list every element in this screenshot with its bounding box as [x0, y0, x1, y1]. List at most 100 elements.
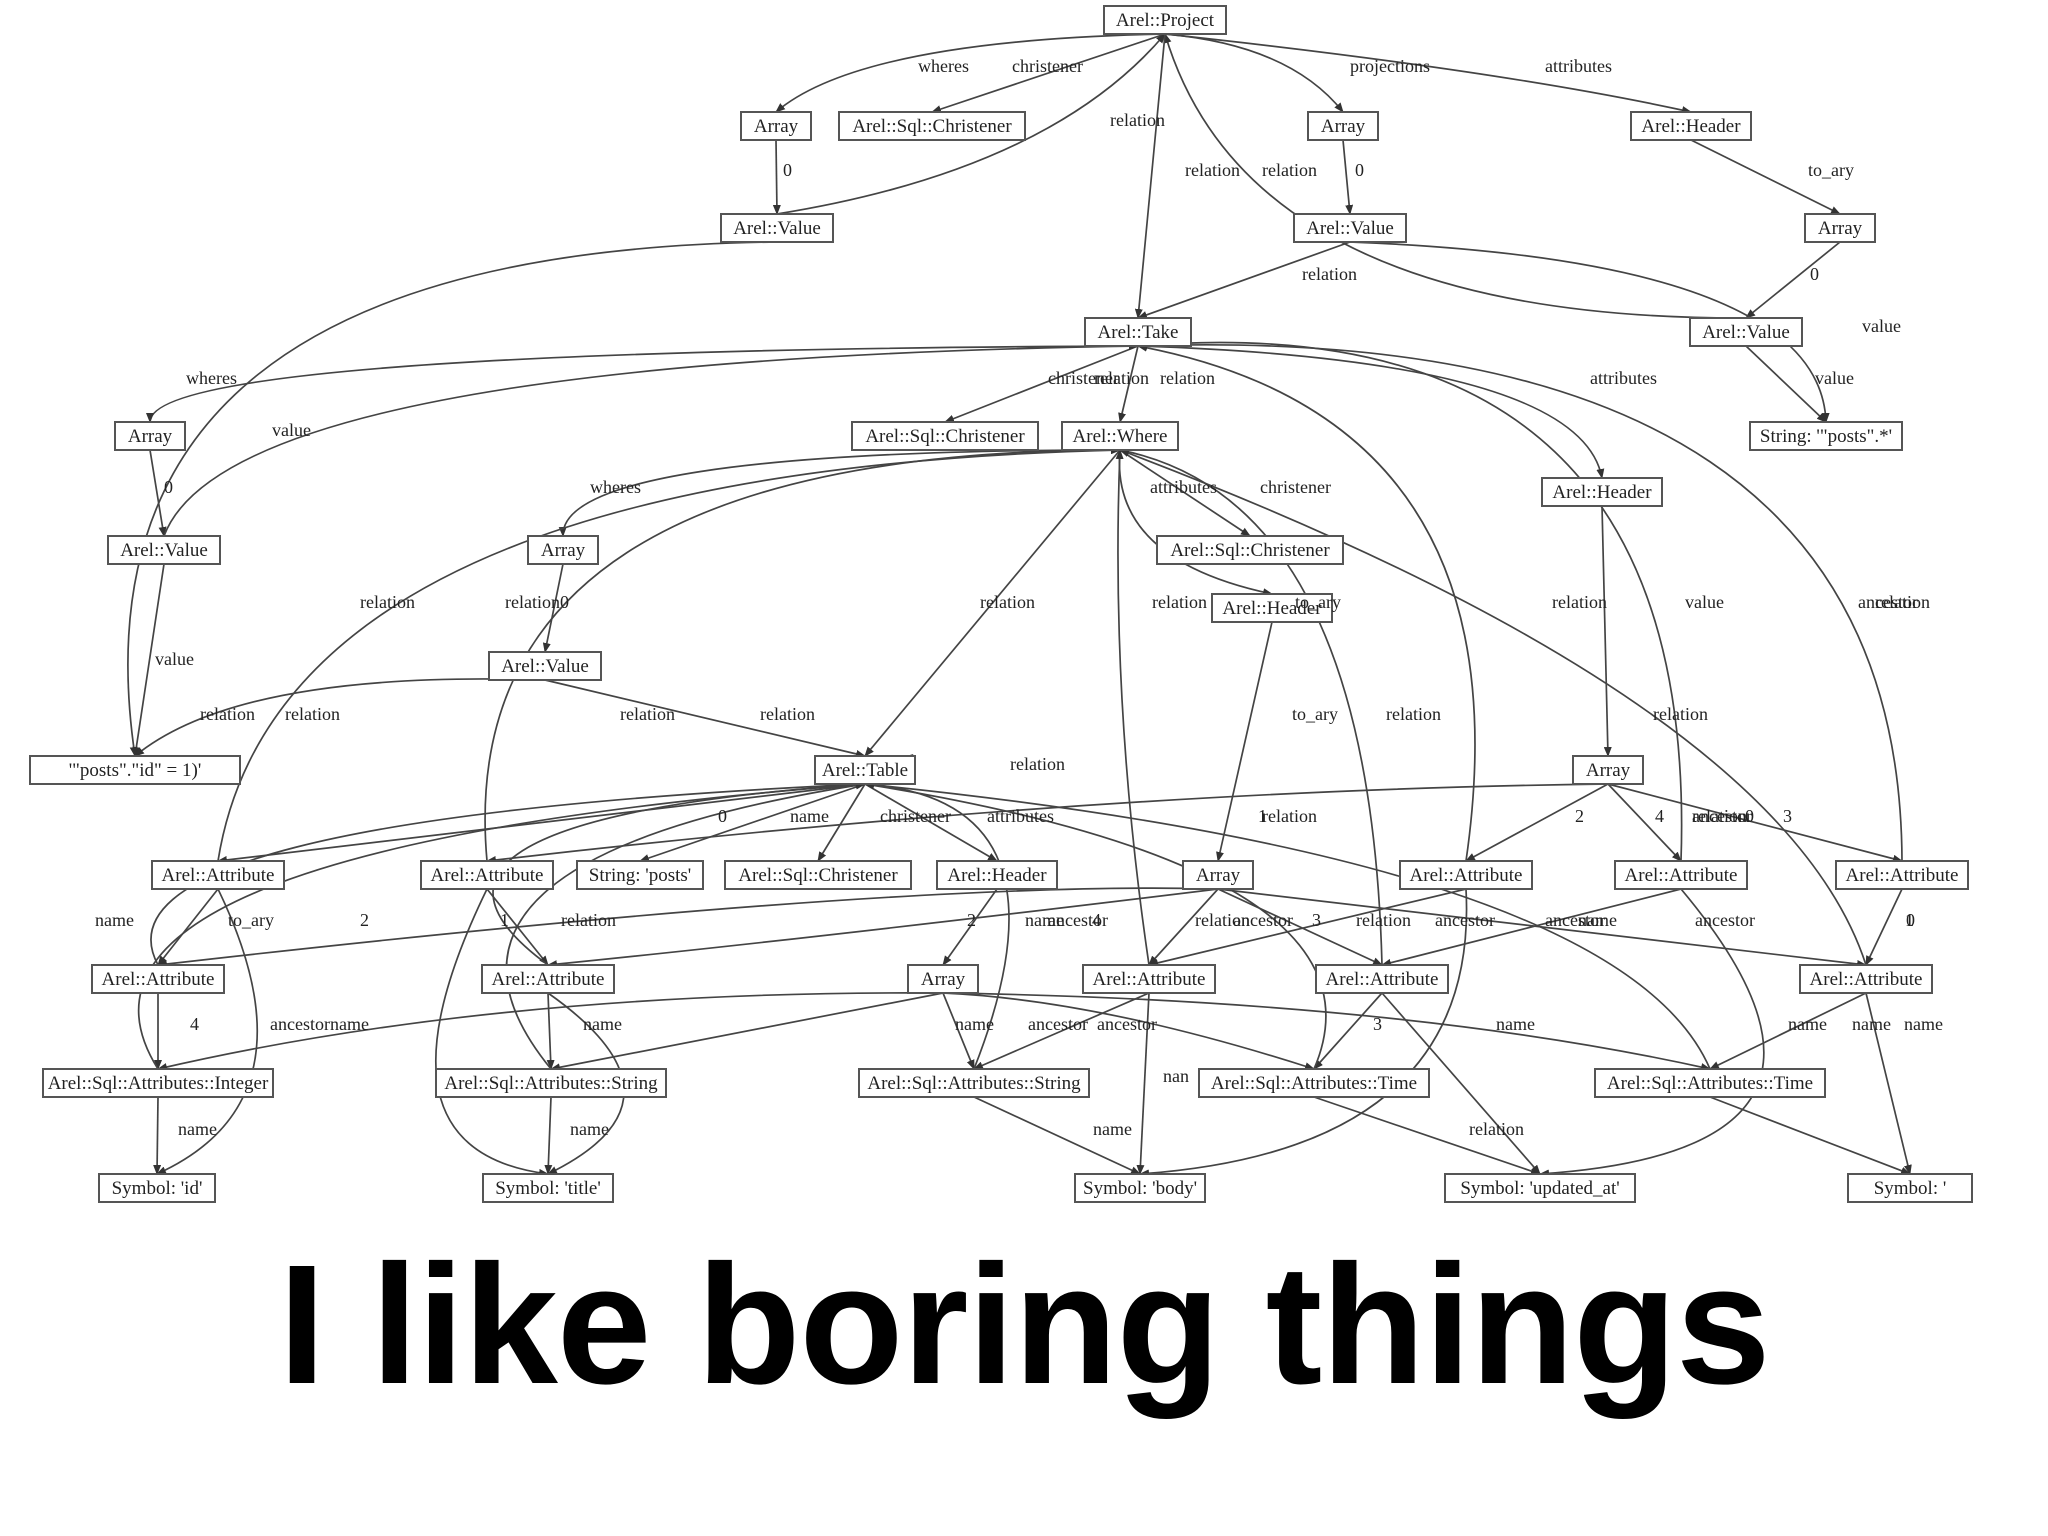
edge-label: relation	[1302, 264, 1357, 284]
node-val5: Arel::Value	[488, 651, 602, 681]
edge-path	[1690, 139, 1841, 215]
edge-arr7-attr7	[547, 888, 1219, 969]
edge-label: christener	[1260, 477, 1331, 497]
node-label: Arel::Sql::Attributes::Integer	[48, 1073, 269, 1094]
node-sqlstr1: Arel::Sql::Attributes::String	[435, 1068, 667, 1098]
edge-label: ancestor	[1695, 910, 1755, 930]
node-sqlstr2: Arel::Sql::Attributes::String	[858, 1068, 1090, 1098]
edge-label: 0	[1810, 264, 1819, 284]
edge-sqltime1-table	[864, 781, 1327, 1070]
node-box	[1103, 5, 1227, 35]
node-chr4: Arel::Sql::Christener	[724, 860, 912, 890]
edge-path	[1139, 888, 1468, 1178]
node-label: Array	[1818, 218, 1863, 239]
node-arr3: Array	[1804, 213, 1876, 243]
node-box	[1614, 860, 1748, 890]
node-box	[114, 421, 186, 451]
edge-arr2-val2	[1342, 139, 1354, 215]
edge-attr3-take	[1137, 343, 1476, 862]
edge-path	[153, 1096, 162, 1175]
edge-label: name	[955, 1014, 994, 1034]
edge-label: relation	[1262, 160, 1317, 180]
node-label: Arel::Sql::Attributes::String	[444, 1073, 658, 1094]
edge-arr3-val3	[1745, 241, 1841, 319]
node-arr2: Array	[1307, 111, 1379, 141]
edge-label: name	[1578, 910, 1617, 930]
edge-path	[639, 783, 866, 862]
edge-path	[1118, 345, 1139, 423]
node-box	[936, 860, 1058, 890]
edge-sqltime1-symupd	[1313, 1096, 1541, 1175]
node-label: Symbol: 'body'	[1083, 1178, 1197, 1199]
node-box	[1315, 964, 1449, 994]
edge-path	[157, 992, 944, 1071]
node-project: Arel::Project	[1103, 5, 1227, 35]
edge-label: relation	[1552, 592, 1607, 612]
edge-arr4-val4	[149, 449, 167, 537]
node-label: Arel::Attribute	[431, 865, 544, 886]
edge-where-hdr3	[1118, 449, 1273, 597]
node-box	[527, 535, 599, 565]
edge-path	[156, 888, 259, 1175]
edge-path	[544, 1096, 553, 1175]
node-hdr2: Arel::Header	[1541, 477, 1663, 507]
edge-path	[1313, 992, 1383, 1070]
node-box	[29, 755, 241, 785]
edge-arr8-sqlint	[157, 992, 944, 1071]
node-label: Arel::Value	[1702, 322, 1790, 343]
edge-path	[864, 449, 1121, 757]
node-box	[1211, 593, 1333, 623]
edge-attr10-symcut	[1865, 992, 1912, 1175]
node-box	[1307, 111, 1379, 141]
edge-label: relation	[561, 910, 616, 930]
slide-caption: I like boring things	[278, 1230, 1770, 1420]
edge-path	[1148, 888, 1219, 966]
edge-project-take	[1134, 33, 1166, 319]
node-attr3: Arel::Attribute	[1399, 860, 1533, 890]
edge-path	[1163, 33, 1747, 319]
edge-arr7-attr8	[1148, 888, 1219, 966]
edge-label: relation	[285, 704, 340, 724]
edge-path	[1217, 888, 1383, 966]
edge-attr9-sqltime1	[1313, 992, 1383, 1070]
edge-attr2-where	[484, 446, 1121, 862]
edge-label: attributes	[1545, 56, 1612, 76]
edge-table-chr4	[817, 783, 866, 862]
edge-val4-take	[163, 342, 1139, 537]
node-label: Arel::Value	[733, 218, 821, 239]
edge-arr6-attr5	[1607, 783, 1903, 863]
edge-arr6-attr3	[1465, 783, 1609, 862]
edge-label: relation	[505, 592, 560, 612]
edge-label: relation	[1653, 704, 1708, 724]
edge-attr10-where	[1119, 449, 1867, 966]
edge-label: ancestor	[1233, 910, 1293, 930]
node-label: Arel::Sql::Attributes::String	[867, 1073, 1081, 1094]
edge-label: relation	[980, 592, 1035, 612]
node-table: Arel::Table	[814, 755, 916, 785]
edge-label: attributes	[1150, 477, 1217, 497]
node-label: '"posts"."id" = 1)'	[69, 760, 202, 781]
node-hdr4: Arel::Header	[936, 860, 1058, 890]
node-val2: Arel::Value	[1293, 213, 1407, 243]
edge-label: relation	[1356, 910, 1411, 930]
edge-where-arr5	[558, 449, 1121, 537]
edge-label: value	[1685, 592, 1724, 612]
node-box	[1804, 213, 1876, 243]
edge-attr1-where	[217, 446, 1121, 862]
edge-label: name	[95, 910, 134, 930]
edge-label: relation	[1262, 806, 1317, 826]
node-box	[420, 860, 554, 890]
edge-label: relation	[760, 704, 815, 724]
edge-val3-strposts	[1745, 345, 1827, 423]
edge-path	[1136, 992, 1150, 1175]
node-box	[151, 860, 285, 890]
edge-label: name	[1904, 1014, 1943, 1034]
node-symid: Symbol: 'id'	[98, 1173, 216, 1203]
edge-arr7-attr6	[157, 887, 1219, 968]
edge-path	[217, 783, 866, 864]
edge-path	[1115, 449, 1150, 966]
edge-path	[864, 783, 998, 862]
node-label: Arel::Attribute	[1625, 865, 1738, 886]
edge-path	[942, 992, 975, 1070]
edge-path	[157, 888, 219, 966]
